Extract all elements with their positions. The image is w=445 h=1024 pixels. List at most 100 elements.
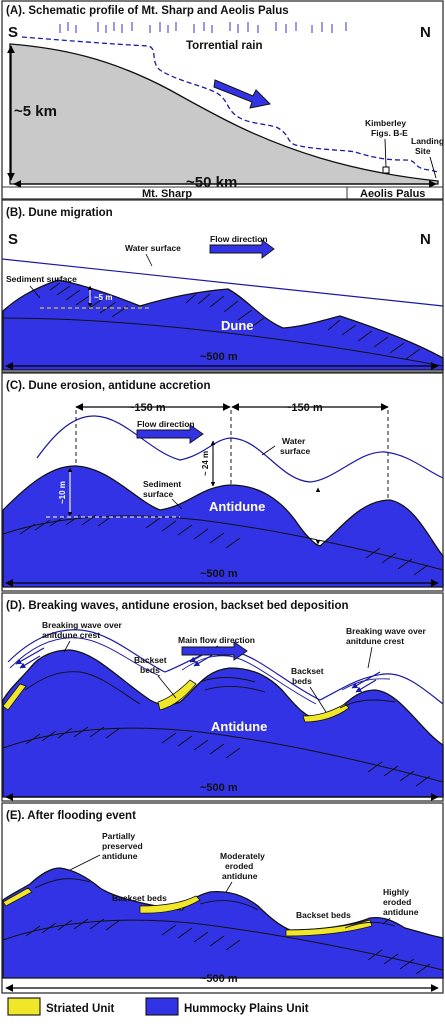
dune-hatching-b (49, 282, 421, 360)
landing-pointer (429, 156, 437, 179)
antidune-layers-d (24, 671, 396, 709)
rain-label: Torrential rain (186, 40, 262, 52)
kimberley-pointer (384, 138, 387, 168)
panel-a: (A). Schematic profile of Mt. Sharp and … (1, 0, 444, 200)
main-flow-arrow (181, 641, 248, 661)
height-label-c: ~10 m (58, 481, 67, 504)
break-right-pointer (367, 646, 373, 669)
highly-label-3: antidune (383, 907, 419, 917)
legend-swatch-hummocky (145, 997, 179, 1016)
flow-arrow (213, 79, 272, 109)
backset-label-d2a: Backset (291, 666, 324, 676)
sediment-pointer-c (171, 498, 183, 510)
panel-a-title: (A). Schematic profile of Mt. Sharp and … (6, 5, 289, 17)
backset-bed-e3 (285, 919, 373, 937)
water-label-1: Water (282, 436, 306, 446)
aeolis-label: Aeolis Palus (360, 188, 425, 200)
backset-pointer-d1 (157, 675, 177, 699)
crest-guides (75, 410, 389, 516)
partial-label-1: Partially (102, 831, 135, 841)
moderate-label-1: Moderately (220, 851, 265, 861)
break-left-pointer (63, 640, 71, 653)
panel-e: (E). After flooding event Partially pres… (1, 802, 444, 994)
backset-label-d2b: beds (292, 676, 312, 686)
panel-b-title: (B). Dune migration (6, 207, 113, 219)
water-surface-pointer (145, 253, 153, 267)
main-flow-label: Main flow direction (178, 635, 255, 645)
break-left-label-1: Breaking wave over (42, 620, 123, 630)
panel-c-title: (C). Dune erosion, antidune accretion (6, 380, 210, 392)
deposit-body-e (2, 867, 444, 979)
legend-label-striated: Striated Unit (46, 1003, 115, 1015)
partial-pointer (69, 854, 101, 871)
flood-water-line (21, 36, 439, 173)
backset-bed-d2 (157, 679, 197, 711)
kimberley-label-2: Figs. B-E (371, 128, 408, 138)
legend: Striated Unit Hummocky Plains Unit (7, 997, 309, 1016)
flow-arrow-c (136, 424, 204, 444)
kimberley-site-marker (382, 166, 390, 174)
moderate-label-3: antidune (222, 871, 258, 881)
breaking-wave-arrows-left (15, 647, 45, 669)
depth-label-b: ~5 m (94, 293, 112, 302)
backset-label-e2: Backset beds (296, 910, 351, 920)
antidune-body-c (2, 465, 444, 588)
panel-b: (B). Dune migration S N Water surface Fl… (1, 199, 444, 373)
moderate-pointer (225, 881, 233, 893)
kimberley-label-1: Kimberley (365, 118, 406, 128)
highly-label-2: eroded (383, 897, 411, 907)
backset-bed-e2 (139, 895, 201, 914)
backset-label-d1b: beds (140, 665, 160, 675)
lower-boundary-e (2, 919, 444, 971)
lower-boundary-c (2, 515, 444, 571)
break-right-label-2: anitdune crest (346, 636, 404, 646)
landing-label-1: Landing (411, 136, 444, 146)
north-label-b: N (420, 231, 431, 248)
legend-label-hummocky: Hummocky Plains Unit (184, 1003, 309, 1015)
antidune-label-c: Antidune (209, 499, 265, 514)
mt-sharp-profile (9, 43, 439, 185)
water-line-b (1, 258, 444, 307)
height-label: ~5 km (14, 103, 57, 120)
deposit-hatching-e (25, 918, 431, 975)
sediment-surface-label: Sediment surface (6, 274, 77, 284)
deposit-layers-e (34, 878, 396, 929)
south-label: S (8, 24, 18, 41)
panel-d-title: (D). Breaking waves, antidune erosion, b… (6, 600, 349, 612)
lower-boundary-d (2, 727, 444, 783)
panel-e-title: (E). After flooding event (6, 810, 136, 822)
width-label-e: ~500 m (200, 973, 238, 985)
depth-label-c2: ~ 24 m (306, 505, 315, 530)
flow-direction-label-b: Flow direction (210, 234, 268, 244)
backset-bed-d3 (302, 703, 350, 723)
rain-ticks (59, 22, 347, 33)
flow-arrow-b (209, 239, 275, 259)
backset-bed-d1 (2, 683, 27, 711)
mt-sharp-label: Mt. Sharp (142, 188, 192, 200)
break-right-label-1: Breaking wave over (346, 626, 427, 636)
panel-d: (D). Breaking waves, antidune erosion, b… (1, 592, 444, 802)
flow-direction-label-c: Flow direction (137, 419, 195, 429)
depth-label-c1: ~ 24 m (201, 451, 210, 476)
backset-label-e1: Backset beds (112, 893, 167, 903)
width-label-b: ~500 m (200, 351, 238, 363)
landing-label-2: Site (415, 146, 431, 156)
antidune-hatching-c (19, 514, 429, 576)
partial-label-2: preserved (102, 841, 143, 851)
backset-label-d1a: Backset (134, 655, 167, 665)
water-surface-label: Water surface (125, 243, 181, 253)
highly-pointer (382, 917, 391, 925)
lower-boundary-b (2, 317, 444, 367)
moderate-label-2: eroded (225, 861, 253, 871)
distance-label: ~50 km (186, 174, 237, 191)
highly-label-1: Highly (383, 887, 409, 897)
water-surface-c (36, 415, 444, 483)
panel-c: (C). Dune erosion, antidune accretion ~1… (1, 372, 444, 592)
backset-bed-e1 (2, 887, 33, 907)
partial-label-3: antidune (102, 851, 138, 861)
spacing-label-1: ~150 m (128, 402, 166, 414)
sediment-surface-pointer (29, 285, 41, 299)
water-pointer-c (261, 445, 276, 456)
south-label-b: S (8, 231, 18, 248)
